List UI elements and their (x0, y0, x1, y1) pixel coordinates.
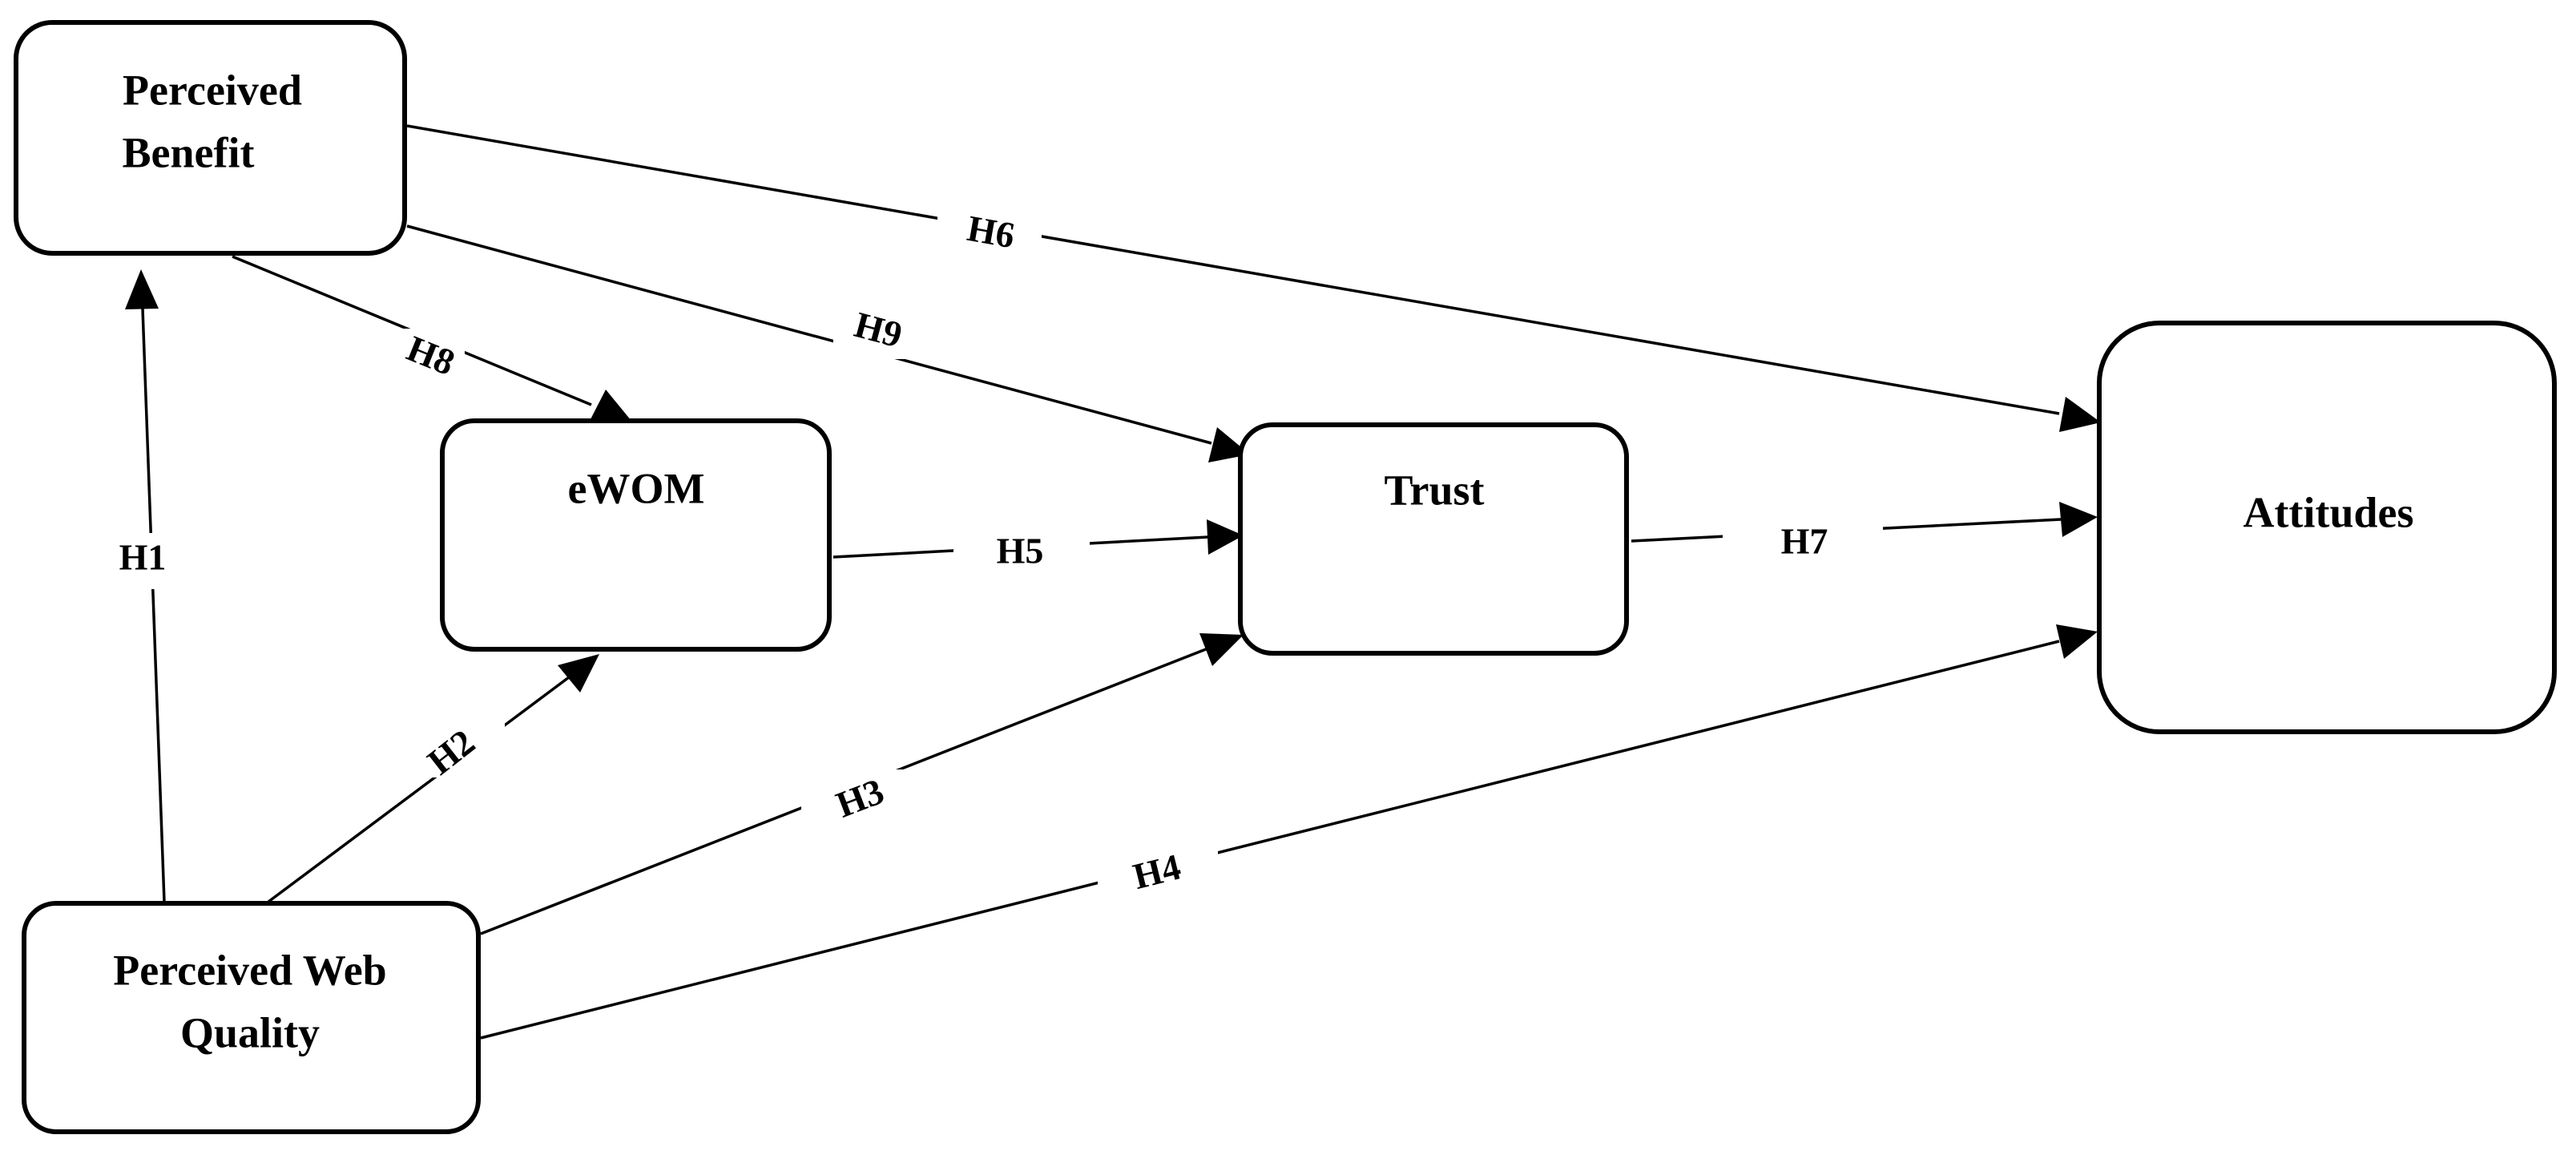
edge-label-h1-text: H1 (119, 537, 167, 578)
edge-label-h8: H8 (377, 328, 465, 383)
arrowhead-h3 (1199, 633, 1244, 666)
node-perceived-web-quality-box (22, 901, 481, 1134)
arrowhead-h5 (1207, 519, 1244, 555)
node-trust-box (1238, 422, 1629, 656)
node-attitudes-line-1: Attitudes (2243, 488, 2414, 536)
edge-label-h3: H3 (801, 769, 921, 826)
edge-h1 (125, 269, 166, 903)
arrowhead-h4 (2056, 624, 2098, 659)
edge-h4 (480, 624, 2098, 1040)
node-attitudes: Attitudes (2097, 321, 2557, 734)
node-perceived-benefit-line-1: Perceived (123, 66, 302, 114)
edge-h6 (406, 124, 2101, 432)
edge-label-h5: H5 (953, 523, 1090, 571)
node-trust: Trust (1238, 422, 1629, 656)
arrowhead-h6 (2059, 397, 2101, 432)
arrowhead-h1 (125, 269, 159, 309)
node-ewom: eWOM (440, 418, 832, 652)
node-perceived-web-quality-line-1: Perceived Web (113, 946, 386, 994)
edge-label-h6-text: H6 (964, 208, 1018, 256)
node-perceived-web-quality: Perceived Web Quality (22, 901, 481, 1134)
edge-label-h7: H7 (1723, 513, 1883, 562)
node-trust-line-1: Trust (1384, 466, 1484, 514)
edge-label-h7-text: H7 (1781, 521, 1828, 562)
edge-label-h2: H2 (409, 721, 505, 782)
node-perceived-web-quality-line-2: Quality (180, 1008, 320, 1056)
edge-label-h1: H1 (104, 533, 184, 589)
edge-label-h4: H4 (1098, 842, 1218, 898)
arrowhead-h2 (558, 654, 599, 693)
node-perceived-benefit: Perceived Benefit (14, 20, 407, 256)
node-attitudes-box (2097, 321, 2557, 734)
edge-h2 (267, 654, 599, 903)
node-perceived-benefit-box (14, 20, 407, 256)
edge-label-h5-text: H5 (997, 531, 1044, 571)
node-ewom-box (440, 418, 832, 652)
arrowhead-h7 (2059, 502, 2098, 537)
edge-label-h6: H6 (937, 205, 1042, 258)
arrowhead-h8 (590, 390, 631, 421)
node-ewom-line-1: eWOM (568, 464, 705, 512)
node-perceived-benefit-line-2: Benefit (123, 128, 255, 176)
edge-label-h9: H9 (833, 304, 929, 359)
